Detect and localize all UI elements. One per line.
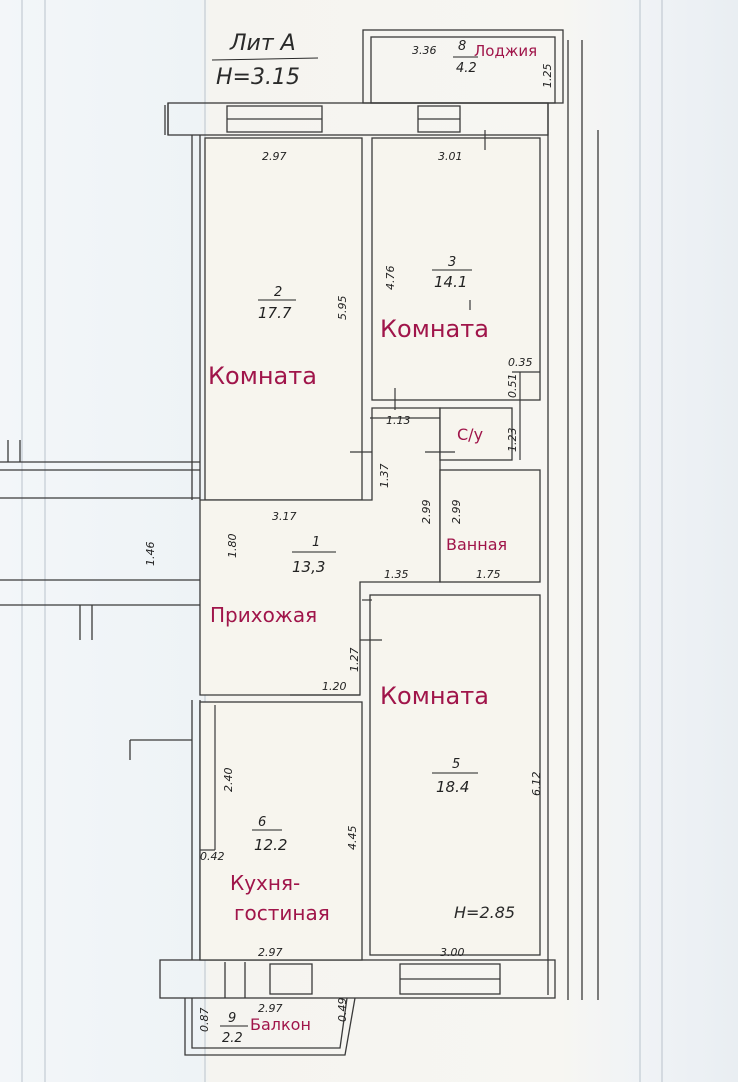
rooms — [199, 137, 541, 961]
lit-label: Лит А — [229, 31, 296, 56]
room-5-height-dim: 6.12 — [530, 772, 543, 797]
room-5-outline — [369, 594, 541, 956]
dim-0-42: 0.42 — [200, 850, 225, 863]
loggia-name: Лоджия — [474, 42, 537, 60]
dim-1-13: 1.13 — [386, 414, 411, 427]
balcony-number: 9 — [228, 1011, 236, 1026]
dim-2-99-b: 2.99 — [450, 500, 463, 525]
loggia-area: 4.2 — [456, 61, 477, 76]
room-3-area: 14.1 — [434, 273, 467, 291]
dim-1-20: 1.20 — [322, 680, 347, 693]
kitchen-name-line1: Кухня- — [230, 871, 300, 895]
dim-1-37: 1.37 — [378, 464, 391, 489]
balcony-name: Балкон — [250, 1015, 311, 1034]
room-2-name: Комната — [208, 362, 317, 390]
loggia-number: 8 — [458, 39, 466, 54]
room-2-height: 5.95 — [336, 296, 349, 321]
room-3-name: Комната — [380, 315, 489, 343]
room-5-area: 18.4 — [436, 778, 469, 796]
dim-1-46: 1.46 — [144, 542, 157, 567]
room-3-width: 3.01 — [438, 150, 463, 163]
dim-0-35: 0.35 — [508, 356, 533, 369]
wc-outline — [439, 407, 513, 461]
hall-area: 13,3 — [292, 558, 325, 576]
balcony-area: 2.2 — [222, 1031, 243, 1046]
room-3-number: 3 — [448, 255, 456, 270]
kitchen-height-dim: 4.45 — [346, 826, 359, 851]
dim-1-27: 1.27 — [348, 648, 361, 673]
room-5-number: 5 — [452, 757, 460, 772]
kitchen-outline — [199, 701, 363, 961]
room-2-outline — [204, 137, 363, 501]
hall-name: Прихожая — [210, 603, 317, 627]
balcony-left-dim: 0.87 — [198, 1008, 211, 1033]
dim-2-40: 2.40 — [222, 768, 235, 793]
kitchen-area: 12.2 — [254, 836, 287, 854]
balcony-right-dim: 0.49 — [336, 998, 349, 1023]
room-3-height: 4.76 — [384, 266, 397, 291]
room-3-outline — [371, 137, 541, 401]
loggia-width: 3.36 — [412, 44, 437, 57]
room-5-name: Комната — [380, 682, 489, 710]
room-2-number: 2 — [274, 285, 282, 300]
kitchen-name-line2: гостиная — [234, 901, 330, 925]
dim-2-99-a: 2.99 — [420, 500, 433, 525]
bath-name: Ванная — [446, 535, 507, 554]
kitchen-width: 2.97 — [258, 946, 283, 959]
dim-3-17: 3.17 — [272, 510, 297, 523]
room-5-width: 3.00 — [440, 946, 465, 959]
bath-outline — [439, 469, 541, 583]
dim-1-80: 1.80 — [226, 534, 239, 559]
room-5-ceiling-height: Н=2.85 — [454, 903, 515, 922]
wc-name: С/у — [457, 425, 483, 444]
dim-1-75: 1.75 — [476, 568, 501, 581]
balcony-width: 2.97 — [258, 1002, 283, 1015]
dim-0-51: 0.51 — [506, 374, 519, 399]
loggia-height: 1.25 — [541, 64, 554, 89]
room-2-area: 17.7 — [258, 304, 292, 322]
room-2-width: 2.97 — [262, 150, 287, 163]
dim-1-23: 1.23 — [506, 428, 519, 453]
inner-details — [200, 130, 540, 851]
hall-number: 1 — [312, 535, 320, 550]
kitchen-number: 6 — [258, 815, 266, 830]
main-height-label: Н=3.15 — [216, 65, 300, 90]
dim-1-35: 1.35 — [384, 568, 409, 581]
